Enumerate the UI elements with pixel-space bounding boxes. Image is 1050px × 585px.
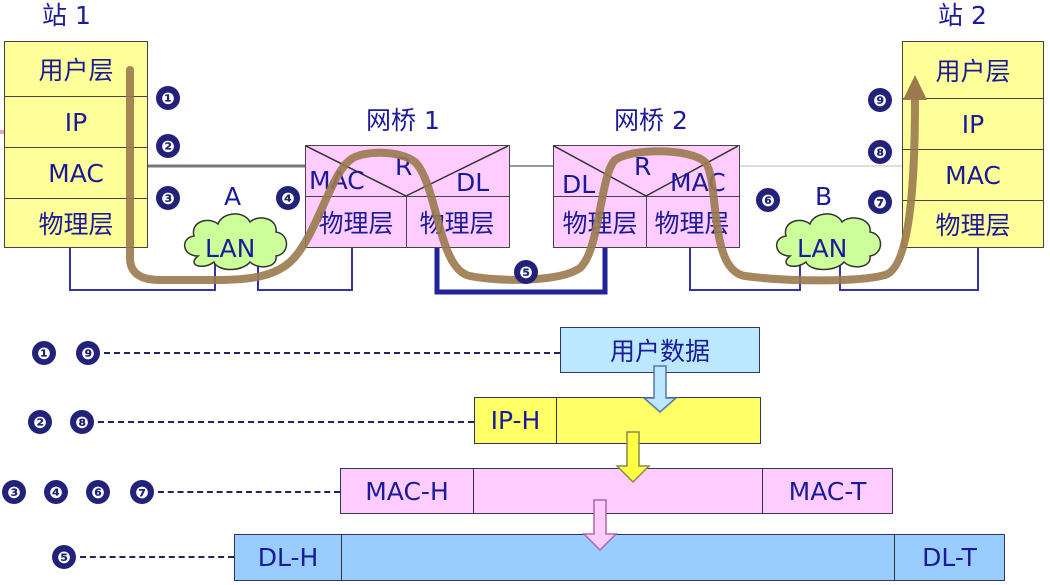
bridge1-title: 网桥 1 [366, 106, 440, 135]
encap-row2-badge-2: ❽ [70, 410, 94, 434]
arrow-down-icon [582, 499, 618, 552]
step-7-badge: ❼ [868, 190, 892, 214]
bridge1-box: R MAC DL 物理层 物理层 [305, 145, 510, 248]
lan-b-cloud-icon [776, 213, 882, 271]
station1-layer-user: 用户层 [5, 42, 147, 97]
lan-a-name: A [224, 182, 242, 211]
dl-trailer: DL-T [894, 535, 1004, 580]
arrow-down-icon [615, 431, 651, 484]
station1-layer-ip: IP [5, 97, 147, 148]
step-5-badge: ❺ [514, 260, 538, 284]
dl-bar: DL-H DL-T [234, 534, 1005, 581]
station2-layer-physical: 物理层 [935, 211, 1011, 240]
encap-row3-badge-4: ❼ [130, 480, 154, 504]
encap-row3-badge-2: ❹ [44, 480, 68, 504]
bridge2-router: R [634, 152, 652, 181]
encap-row3-badge-1: ❸ [2, 480, 26, 504]
bridge1-mid-divider [406, 196, 407, 247]
bridge1-physical-left: 物理层 [318, 209, 394, 238]
dl-header: DL-H [235, 535, 342, 580]
bridge2-dl: DL [562, 170, 596, 199]
encap-row2-badge-1: ❷ [28, 410, 52, 434]
lan-b-name: B [815, 182, 833, 211]
encap-row4-dashes [80, 556, 234, 558]
station2-title: 站 2 [938, 1, 987, 30]
station1-layer-physical: 物理层 [38, 210, 114, 239]
arrow-down-icon [642, 365, 678, 413]
bridge1-diagonals [306, 146, 508, 197]
mac-trailer: MAC-T [762, 469, 892, 513]
step-1-badge: ❶ [156, 86, 180, 110]
bridge1-dl: DL [456, 168, 490, 197]
step-3-badge: ❸ [156, 186, 180, 210]
encap-row1-dashes [104, 352, 560, 354]
encap-row4-badge-1: ❺ [52, 545, 76, 569]
station2-layer-user: 用户层 [903, 42, 1043, 99]
bridge2-mid-divider [646, 196, 647, 247]
bridge1-divider [306, 196, 509, 197]
ip-bar: IP-H [474, 397, 761, 444]
step-4-badge: ❹ [276, 186, 300, 210]
encap-row2-dashes [98, 421, 474, 423]
station1-layer-mac: MAC [5, 148, 147, 199]
encap-row1-badge-2: ❾ [76, 341, 100, 365]
station1-title: 站 1 [42, 1, 91, 30]
station2-stack: 用户层 IP MAC 物理层 [902, 41, 1044, 248]
encap-row3-dashes [158, 491, 340, 493]
station2-layer-ip: IP [903, 99, 1043, 150]
bridge2-diagonals [554, 146, 738, 197]
step-6-badge: ❻ [756, 188, 780, 212]
lan-a-cloud-icon [184, 213, 288, 271]
step-2-badge: ❷ [156, 134, 180, 158]
step-8-badge: ❽ [868, 140, 892, 164]
mac-header: MAC-H [341, 469, 474, 513]
station1-stack: 用户层 IP MAC 物理层 [4, 41, 148, 248]
user-data-label: 用户数据 [609, 337, 710, 366]
ip-header: IP-H [475, 398, 557, 443]
mac-bar: MAC-H MAC-T [340, 468, 893, 514]
step-9-badge: ❾ [868, 88, 892, 112]
lan-a-label: LAN [205, 234, 256, 263]
station2-layer-mac: MAC [903, 150, 1043, 201]
encap-row1-badge-1: ❶ [32, 341, 56, 365]
encap-row3-badge-3: ❻ [86, 480, 110, 504]
bridge2-title: 网桥 2 [614, 106, 688, 135]
lan-b-label: LAN [797, 234, 848, 263]
